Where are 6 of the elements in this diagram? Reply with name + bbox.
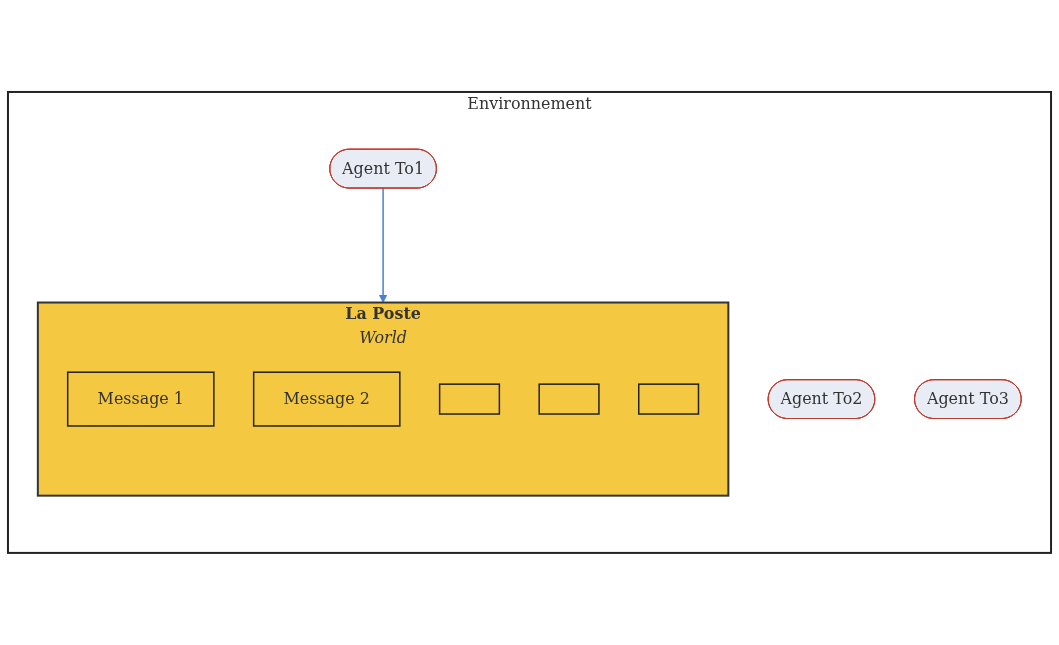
node-box (638, 383, 700, 415)
arrow (378, 187, 388, 303)
node-box (538, 383, 600, 415)
node-box (438, 383, 501, 415)
node-box: Message 1 (66, 371, 215, 427)
node-box: Message 2 (252, 371, 401, 427)
